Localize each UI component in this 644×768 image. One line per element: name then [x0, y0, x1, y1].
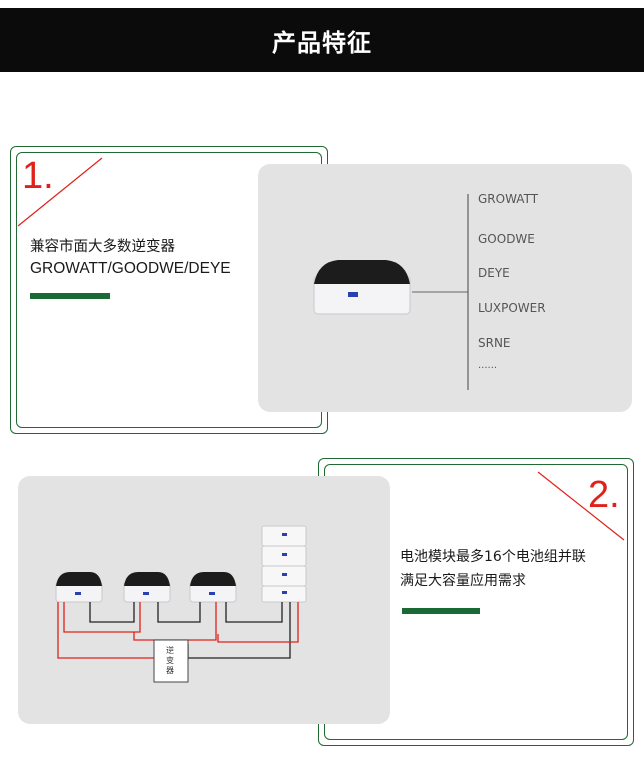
brand-goodwe: GOODWE	[478, 232, 535, 246]
inverter-box-icon	[153, 639, 189, 683]
feature2-panel: 逆变器	[18, 476, 390, 724]
page-header: 产品特征	[0, 8, 644, 72]
parallel-wiring-diagram	[55, 525, 307, 683]
page-title: 产品特征	[272, 28, 372, 57]
feature1-number: 1.	[22, 155, 54, 197]
compatibility-diagram	[313, 194, 469, 390]
feature1-accent-bar	[30, 293, 110, 299]
brand-growatt: GROWATT	[478, 192, 539, 206]
brand-more: ......	[478, 360, 498, 371]
brand-luxpower: LUXPOWER	[478, 301, 546, 315]
negative-wires	[89, 602, 291, 659]
battery-unit-1-icon	[55, 572, 103, 603]
battery-unit-icon	[313, 260, 411, 315]
feature2-text-line1: 电池模块最多16个电池组并联	[400, 549, 586, 565]
feature1-text-line1: 兼容市面大多数逆变器	[30, 239, 175, 255]
battery-unit-2-icon	[123, 572, 171, 603]
feature1-text-line2: GROWATT/GOODWE/DEYE	[30, 260, 231, 277]
brand-srne: SRNE	[478, 336, 511, 350]
feature2-number: 2.	[588, 474, 620, 516]
brand-deye: DEYE	[478, 266, 510, 280]
feature2-text-line2: 满足大容量应用需求	[400, 573, 526, 589]
feature2-accent-bar	[402, 608, 480, 614]
feature1-panel: GROWATT GOODWE DEYE LUXPOWER SRNE ......	[258, 164, 632, 412]
inverter-label: 逆变器	[166, 646, 174, 675]
battery-unit-3-icon	[189, 572, 237, 603]
battery-stack-icon	[261, 525, 307, 603]
